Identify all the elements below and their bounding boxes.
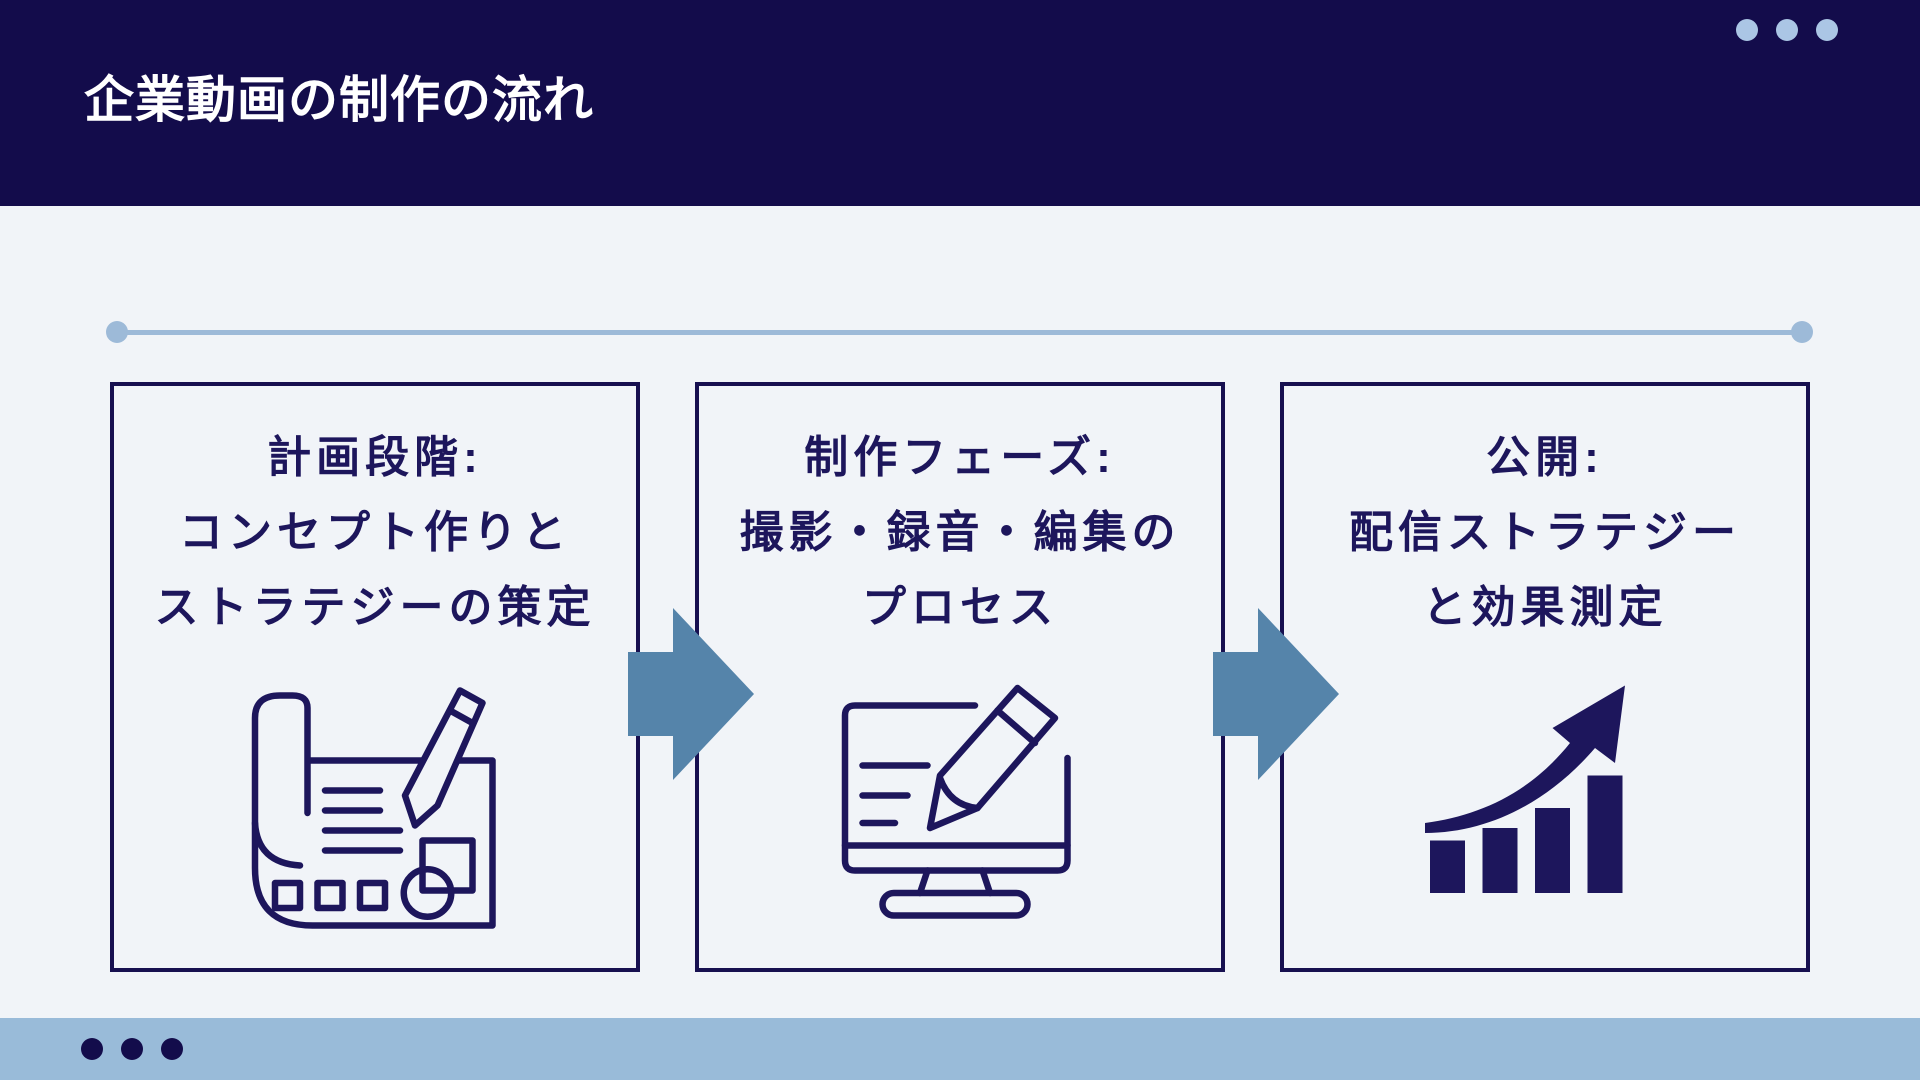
dot-icon <box>161 1038 183 1060</box>
divider-endpoint-right-icon <box>1791 321 1813 343</box>
blueprint-pencil-icon <box>251 687 496 929</box>
step-line: 計画段階: <box>267 433 483 482</box>
dot-icon <box>1816 19 1838 41</box>
arrow-right-icon <box>628 608 754 780</box>
header-bar: 企業動画の制作の流れ <box>0 0 1920 206</box>
growth-chart-icon <box>1425 685 1625 893</box>
step-text: 制作フェーズ: 撮影・録音・編集の プロセス <box>705 420 1215 645</box>
divider-line <box>125 329 1794 335</box>
step-box-planning: 計画段階: コンセプト作りと ストラテジーの策定 <box>110 382 640 972</box>
dot-icon <box>81 1038 103 1060</box>
timeline-divider <box>106 321 1813 343</box>
page-title: 企業動画の制作の流れ <box>84 72 594 128</box>
step-line: ストラテジーの策定 <box>154 583 596 632</box>
dot-icon <box>1736 19 1758 41</box>
step-line: と効果測定 <box>1422 583 1668 632</box>
step-line: コンセプト作りと <box>179 508 571 557</box>
monitor-pencil-icon <box>841 684 1071 919</box>
divider-endpoint-left-icon <box>106 321 128 343</box>
step-text: 公開: 配信ストラテジー と効果測定 <box>1290 420 1800 645</box>
dot-icon <box>1776 19 1798 41</box>
step-box-production: 制作フェーズ: 撮影・録音・編集の プロセス <box>695 382 1225 972</box>
step-line: 撮影・録音・編集の <box>739 508 1181 557</box>
step-line: 制作フェーズ: <box>804 433 1116 482</box>
arrow-right-icon <box>1213 608 1339 780</box>
step-line: 配信ストラテジー <box>1349 508 1741 557</box>
footer-bar <box>0 1018 1920 1080</box>
dot-icon <box>121 1038 143 1060</box>
step-line: 公開: <box>1486 433 1604 482</box>
step-text: 計画段階: コンセプト作りと ストラテジーの策定 <box>120 420 630 645</box>
window-dots <box>1736 19 1838 41</box>
step-line: プロセス <box>862 583 1058 632</box>
step-box-publishing: 公開: 配信ストラテジー と効果測定 <box>1280 382 1810 972</box>
